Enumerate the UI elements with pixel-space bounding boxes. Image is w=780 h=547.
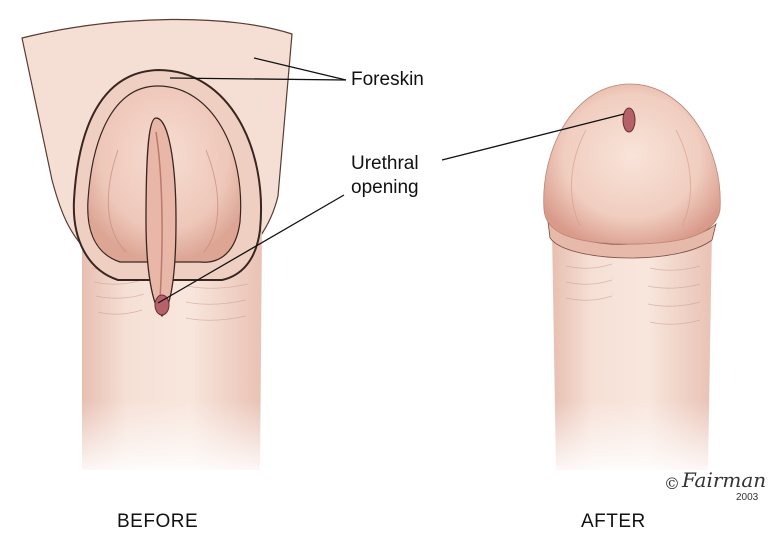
foreskin-label: Foreskin <box>351 68 424 91</box>
urethral-opening-label-line2: opening <box>351 176 419 199</box>
before-caption: BEFORE <box>117 511 198 533</box>
after-urethral-opening <box>623 108 635 132</box>
after-caption: AFTER <box>581 511 646 533</box>
urethral-opening-label-line1: Urethral <box>351 152 419 175</box>
signature-year: 2003 <box>736 492 758 503</box>
copyright-symbol: © <box>664 474 680 493</box>
before-figure <box>22 19 292 480</box>
signature-name: Fairman <box>682 468 766 492</box>
after-glans <box>544 84 721 244</box>
after-figure <box>540 84 730 480</box>
